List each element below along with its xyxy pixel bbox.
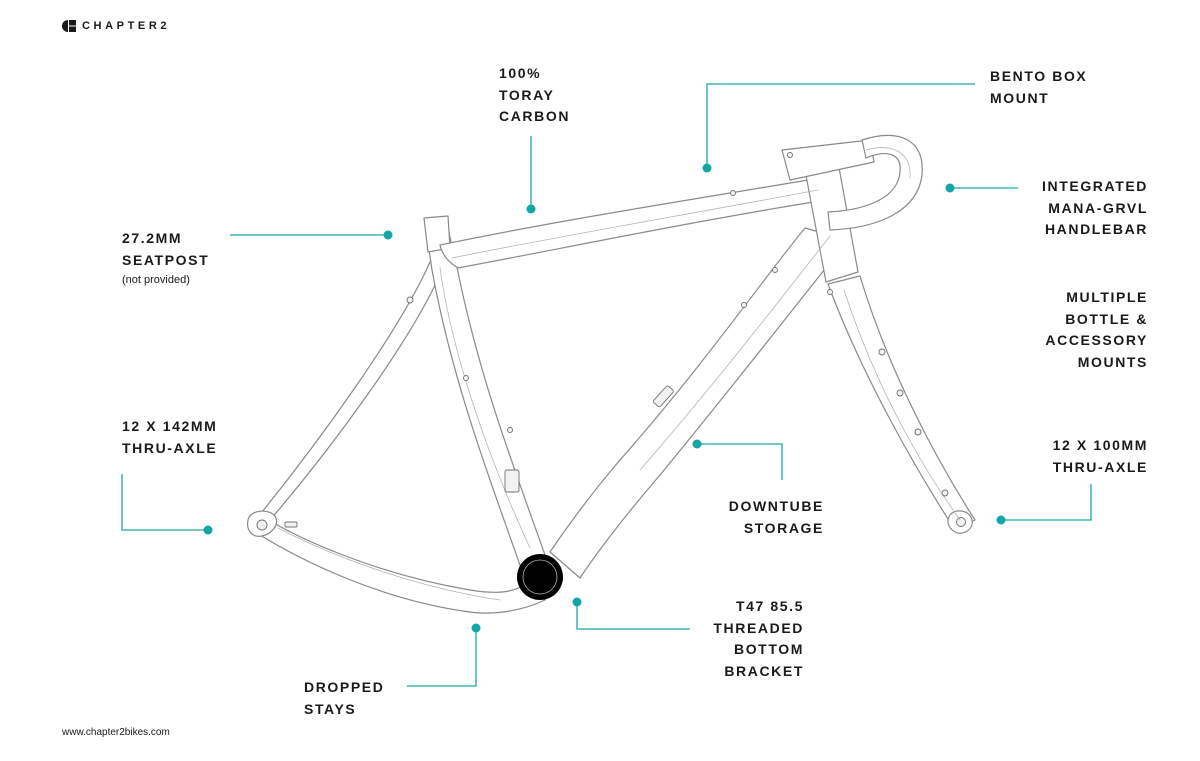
label-bottle-mounts: MULTIPLE BOTTLE & ACCESSORY MOUNTS bbox=[1045, 289, 1148, 370]
bottom-bracket-shell bbox=[517, 554, 563, 600]
brand-logo: CHAPTER2 bbox=[62, 20, 170, 32]
leader-rear-axle bbox=[121, 474, 208, 531]
handlebar bbox=[827, 134, 923, 231]
label-dropped-stays: DROPPED STAYS bbox=[304, 679, 385, 717]
dot-bento-box bbox=[702, 163, 712, 173]
dot-dropped-stays bbox=[471, 623, 481, 633]
chainstay bbox=[254, 515, 546, 614]
label-bento-box: BENTO BOX MOUNT bbox=[990, 68, 1088, 106]
chapter2-logo-icon bbox=[62, 20, 76, 32]
dot-handlebar bbox=[945, 183, 955, 193]
dot-downtube bbox=[692, 439, 702, 449]
dot-front-axle bbox=[996, 515, 1006, 525]
label-seatpost: 27.2MM SEATPOST (not provided) bbox=[122, 228, 209, 289]
stem bbox=[781, 139, 875, 181]
label-front-axle: 12 X 100MM THRU-AXLE bbox=[1052, 437, 1148, 475]
label-seatpost-note: (not provided) bbox=[122, 274, 190, 286]
seatstay bbox=[261, 261, 443, 521]
seat-tube bbox=[424, 219, 546, 566]
fork bbox=[827, 275, 976, 531]
dot-rear-axle bbox=[203, 525, 213, 535]
label-toray-carbon: 100% TORAY CARBON bbox=[499, 65, 571, 124]
callout-dots bbox=[203, 163, 1006, 633]
bike-frame bbox=[247, 134, 976, 614]
label-downtube-storage: DOWNTUBE STORAGE bbox=[728, 498, 824, 536]
leader-lines bbox=[121, 83, 1092, 687]
leader-front-axle bbox=[1001, 484, 1092, 521]
leader-downtube bbox=[697, 443, 783, 480]
label-handlebar: INTEGRATED MANA-GRVL HANDLEBAR bbox=[1042, 178, 1148, 237]
dot-toray-carbon bbox=[526, 204, 536, 214]
top-tube bbox=[439, 177, 827, 269]
label-seatpost-text: 27.2MM SEATPOST bbox=[122, 230, 210, 268]
dot-bottom-bracket bbox=[572, 597, 582, 607]
label-rear-axle: 12 X 142MM THRU-AXLE bbox=[122, 418, 218, 456]
down-tube bbox=[549, 227, 849, 579]
leader-bento-box bbox=[706, 83, 975, 168]
label-bottom-bracket: T47 85.5 THREADED BOTTOM BRACKET bbox=[713, 598, 804, 679]
brand-name: CHAPTER2 bbox=[82, 20, 171, 32]
footer-url: www.chapter2bikes.com bbox=[62, 727, 170, 738]
dot-seatpost bbox=[383, 230, 393, 240]
leader-bottom-bracket bbox=[576, 602, 690, 630]
leader-dropped-stays bbox=[407, 628, 477, 687]
